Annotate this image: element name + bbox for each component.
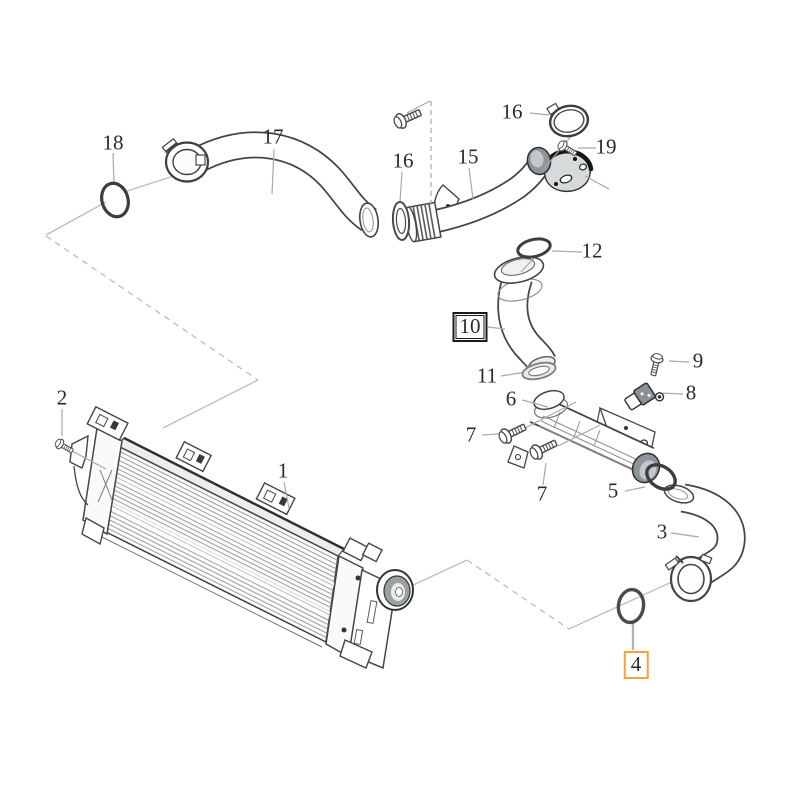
callout-10-number: 10: [455, 315, 485, 339]
dashed-guide-left: [45, 235, 259, 381]
pipe-15-bracket: [542, 149, 594, 193]
hose-3-clamp: [664, 553, 713, 603]
hose-clamp-16: [546, 102, 590, 138]
callout-7a[interactable]: 7: [465, 422, 477, 447]
leader-lines: [61, 100, 700, 650]
callout-12[interactable]: 12: [581, 238, 603, 263]
intercooler-top-tab: [255, 481, 296, 516]
callout-10-selected[interactable]: 10: [452, 312, 488, 342]
o-ring-12: [516, 237, 552, 259]
o-ring-4: [616, 587, 646, 625]
callout-5[interactable]: 5: [607, 478, 619, 503]
intercooler-top-tab: [175, 440, 213, 473]
seal-ring-11: [521, 361, 557, 381]
callout-11[interactable]: 11: [476, 363, 498, 388]
bolt-7a-icon: [495, 419, 529, 447]
callout-19[interactable]: 19: [595, 134, 617, 159]
sensor-8: [624, 382, 665, 411]
hose-17: [189, 131, 380, 238]
callout-16a[interactable]: 16: [392, 148, 414, 173]
o-ring-5: [645, 463, 677, 491]
bolt-top-icon: [391, 104, 425, 132]
callout-9[interactable]: 9: [692, 348, 704, 373]
intercooler-core: [69, 405, 414, 670]
callout-4-highlighted[interactable]: 4: [623, 651, 649, 679]
gasket-16: [391, 201, 411, 241]
callout-3[interactable]: 3: [656, 519, 668, 544]
hose-clamp-17-end: [161, 137, 210, 183]
intercooler-right-bracket: [325, 537, 414, 670]
callout-17[interactable]: 17: [262, 124, 284, 149]
o-ring-18: [100, 181, 130, 219]
callout-16b[interactable]: 16: [501, 99, 523, 124]
callout-18[interactable]: 18: [102, 130, 124, 155]
bolt-9-icon: [646, 351, 665, 378]
bolt-7b-icon: [526, 435, 560, 463]
elbow-hose-10: [493, 256, 556, 372]
intercooler-outlet-port: [376, 569, 414, 611]
callout-7b[interactable]: 7: [536, 481, 548, 506]
callout-15[interactable]: 15: [457, 144, 479, 169]
dashed-guide-bottom: [466, 559, 570, 630]
callout-6[interactable]: 6: [505, 386, 517, 411]
intercooler-left-bracket: [69, 405, 129, 546]
pipe-6: [507, 389, 661, 484]
callout-1[interactable]: 1: [277, 458, 289, 483]
callout-8[interactable]: 8: [685, 380, 697, 405]
pipe-15: [405, 146, 594, 243]
callout-2[interactable]: 2: [56, 385, 68, 410]
hose-3: [663, 483, 746, 603]
